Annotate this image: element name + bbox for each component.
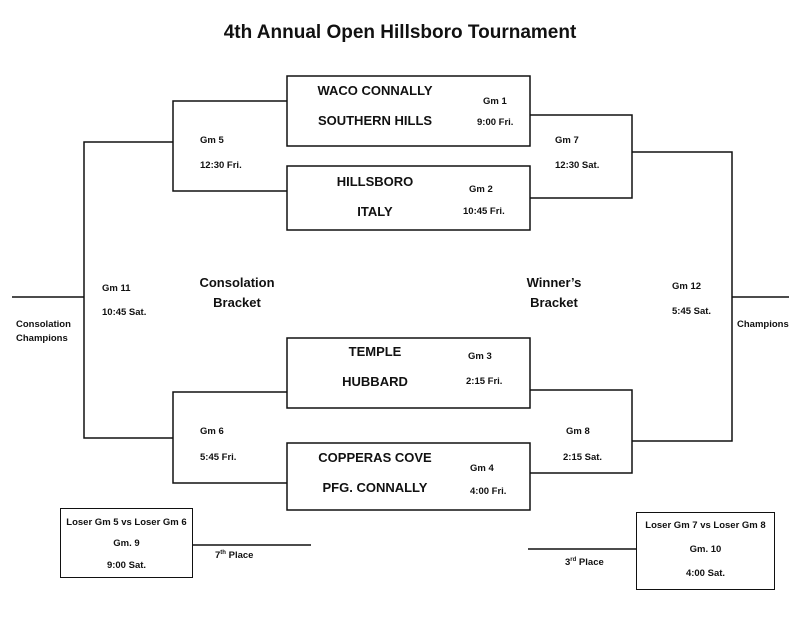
game-label-gm9: Gm. 9 <box>113 538 140 549</box>
game-label-gm7: Gm 7 <box>555 135 579 146</box>
seventh-place-word: Place <box>225 550 254 562</box>
team-temple: TEMPLE <box>348 344 402 359</box>
game-label-gm2: Gm 2 <box>469 184 493 195</box>
game-label-gm5: Gm 5 <box>200 135 224 146</box>
winners-champions-label: Champions <box>737 319 789 330</box>
team-hubbard: HUBBARD <box>342 374 408 389</box>
game-time-gm7: 12:30 Sat. <box>555 160 600 171</box>
consolation-champions-label: Consolation Champions <box>16 318 71 346</box>
connector-gm12 <box>632 151 733 442</box>
game-label-gm8: Gm 8 <box>566 426 590 437</box>
game-label-gm3: Gm 3 <box>468 351 492 362</box>
team-pfg-connally: PFG. CONNALLY <box>322 480 428 495</box>
game-box-gm3 <box>286 337 531 409</box>
game-label-gm10: Gm. 10 <box>689 544 722 555</box>
seventh-place-game-box: Loser Gm 5 vs Loser Gm 6 Gm. 9 9:00 Sat. <box>60 508 193 578</box>
consolation-champions-line1: Consolation <box>16 319 71 330</box>
third-place-game-box: Loser Gm 7 vs Loser Gm 8 Gm. 10 4:00 Sat… <box>636 512 775 590</box>
game-label-gm1: Gm 1 <box>483 96 507 107</box>
seventh-place-label: 7th Place <box>215 550 253 561</box>
game-label-gm6: Gm 6 <box>200 426 224 437</box>
game-time-gm10: 4:00 Sat. <box>685 568 726 579</box>
team-southern-hills: SOUTHERN HILLS <box>317 113 433 128</box>
game-time-gm6: 5:45 Fri. <box>200 452 237 463</box>
game-time-gm1: 9:00 Fri. <box>477 117 514 128</box>
consolation-bracket-line1: Consolation <box>199 275 275 290</box>
team-italy: ITALY <box>357 204 393 219</box>
game-time-gm8: 2:15 Sat. <box>563 452 603 463</box>
game-time-gm11: 10:45 Sat. <box>102 307 147 318</box>
game-label-gm11: Gm 11 <box>102 283 131 294</box>
team-waco-connally: WACO CONNALLY <box>317 83 433 98</box>
connector-gm11 <box>83 141 173 439</box>
seventh-place-matchup: Loser Gm 5 vs Loser Gm 6 <box>66 517 187 528</box>
third-place-number: 3 <box>565 557 571 569</box>
game-time-gm4: 4:00 Fri. <box>470 486 507 497</box>
seventh-place-suffix: th <box>220 550 226 556</box>
game-time-gm5: 12:30 Fri. <box>200 160 242 171</box>
seventh-place-number: 7 <box>215 550 221 562</box>
connector-gm7 <box>530 114 633 199</box>
team-hillsboro: HILLSBORO <box>336 174 414 189</box>
team-copperas-cove: COPPERAS COVE <box>318 450 432 465</box>
game-label-gm12: Gm 12 <box>672 281 702 292</box>
game-box-gm4 <box>286 442 531 511</box>
game-time-gm3: 2:15 Fri. <box>466 376 503 387</box>
third-place-label: 3rd Place <box>565 557 604 568</box>
consolation-bracket-line2: Bracket <box>213 295 261 310</box>
game-time-gm12: 5:45 Sat. <box>672 306 712 317</box>
game-box-gm1 <box>286 75 531 147</box>
game-label-gm4: Gm 4 <box>470 463 494 474</box>
winners-bracket-label: Winner’s Bracket <box>512 273 596 313</box>
game-time-gm9: 9:00 Sat. <box>106 560 147 571</box>
page-title: 4th Annual Open Hillsboro Tournament <box>223 22 577 43</box>
third-place-suffix: rd <box>570 557 577 563</box>
third-place-word: Place <box>576 557 604 569</box>
consolation-champions-line2: Champions <box>16 333 68 344</box>
consolation-bracket-label: Consolation Bracket <box>190 273 284 313</box>
third-place-matchup: Loser Gm 7 vs Loser Gm 8 <box>645 520 766 531</box>
connector-gm6 <box>172 391 287 484</box>
winners-bracket-line1: Winner’s <box>526 275 582 290</box>
game-time-gm2: 10:45 Fri. <box>463 206 505 217</box>
winners-bracket-line2: Bracket <box>530 295 578 310</box>
connector-gm8 <box>530 389 633 474</box>
connector-gm5 <box>172 100 287 192</box>
